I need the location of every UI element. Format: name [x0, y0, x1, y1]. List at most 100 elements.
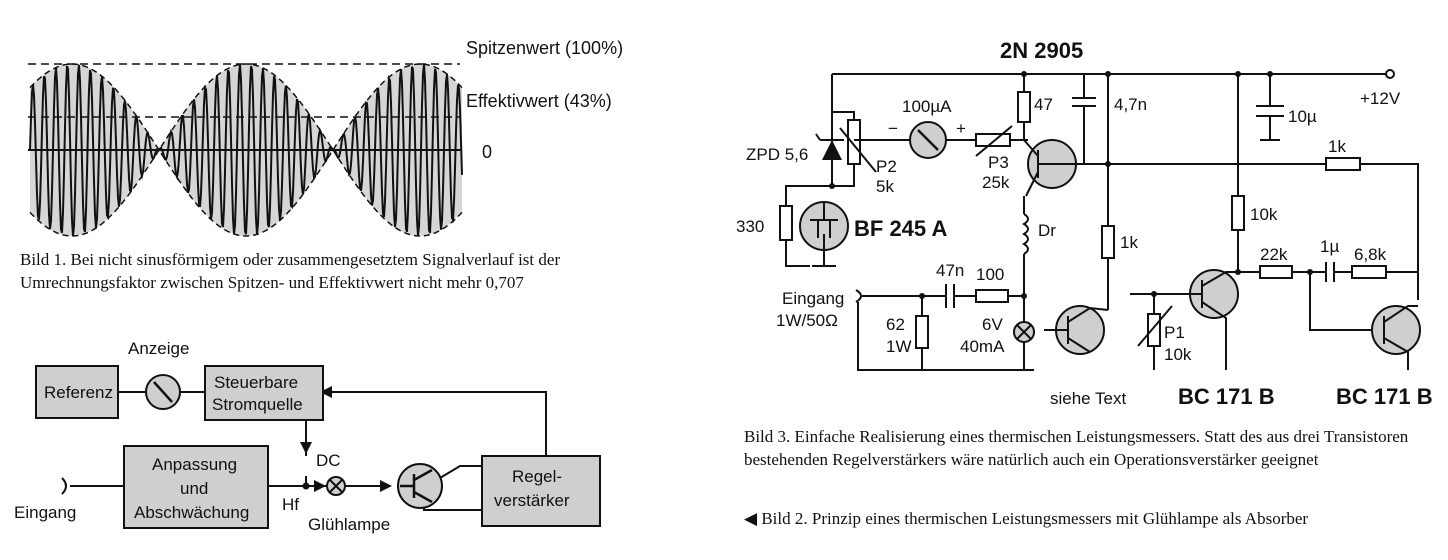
label-p3-name: P3	[988, 153, 1009, 172]
label-r100: 100	[976, 265, 1004, 284]
lamp-cross	[1016, 324, 1032, 340]
wire-input-line	[862, 284, 976, 308]
label-r330: 330	[736, 217, 764, 236]
label-r47: 47	[1034, 95, 1053, 114]
stromquelle-label-2: Stromquelle	[212, 395, 303, 414]
wire-feedback-bc2	[1309, 272, 1374, 331]
label-meter: 100µA	[902, 97, 952, 116]
regel-label-2: verstärker	[494, 491, 570, 510]
arrow-down-dc	[300, 442, 312, 454]
meter-100ua-needle	[917, 129, 939, 151]
label-c10u: 10µ	[1288, 107, 1317, 126]
label-bc171-1: BC 171 B	[1178, 384, 1275, 409]
wire-cap10u	[1256, 74, 1284, 141]
label-eingang: Eingang	[782, 289, 844, 308]
label-r10k: 10k	[1250, 205, 1278, 224]
label-r1k-mid: 1k	[1120, 233, 1138, 252]
wire-r1k-top-out	[1360, 163, 1419, 300]
stromquelle-label-1: Steuerbare	[214, 373, 298, 392]
label-r1k-top: 1k	[1328, 137, 1346, 156]
zener-diode	[822, 140, 842, 160]
arrow-to-lamp	[314, 480, 326, 492]
r1k-top-resistor	[1325, 157, 1361, 171]
figure-1-waveform: Spitzenwert (100%) Effektivwert (43%) 0	[28, 38, 623, 237]
r1k-mid-resistor	[1101, 225, 1115, 259]
envelope-lower	[29, 148, 463, 237]
label-r62: 62	[886, 315, 905, 334]
label-p3-val: 25k	[982, 173, 1010, 192]
label-p1-name: P1	[1164, 323, 1185, 342]
label-lamp-v: 6V	[982, 315, 1003, 334]
figure-2-caption: ◀ Bild 2. Prinzip eines thermischen Leis…	[744, 509, 1309, 528]
label-bc171-2: BC 171 B	[1336, 384, 1433, 409]
lamp-label: Glühlampe	[308, 515, 390, 534]
label-r62-w: 1W	[886, 337, 912, 356]
anpassung-box	[123, 445, 269, 529]
wire-transistor-regel	[439, 465, 482, 479]
transistor-symbol	[400, 468, 433, 504]
peak-label: Spitzenwert (100%)	[466, 38, 623, 58]
anpassung-label-3: Abschwächung	[134, 503, 249, 522]
r62-resistor	[915, 315, 929, 349]
anpassung-label-2: und	[180, 479, 208, 498]
rms-label: Effektivwert (43%)	[466, 91, 612, 111]
figure-3-caption: Bild 3. Einfache Realisierung eines ther…	[744, 427, 1409, 469]
dc-label: DC	[316, 451, 341, 470]
arrow-to-transistor	[380, 480, 392, 492]
p1-arrow	[1137, 305, 1173, 370]
label-bf245a: BF 245 A	[854, 216, 947, 241]
p3-resistor	[975, 133, 1011, 147]
transistor-icon	[397, 463, 443, 509]
envelope-upper	[29, 63, 463, 152]
label-p1-val: 10k	[1164, 345, 1192, 364]
junction-dot	[302, 482, 310, 490]
meter-needle	[153, 381, 173, 403]
label-lamp-ma: 40mA	[960, 337, 1005, 356]
p1-resistor	[1147, 313, 1161, 347]
wire-fet-gate	[785, 185, 832, 206]
zener-bar	[815, 133, 844, 141]
arrow-to-source	[320, 386, 332, 398]
label-c1u: 1µ	[1320, 237, 1339, 256]
transistor-2n2905-symbol	[1023, 139, 1108, 197]
transistor-bc171-2-symbol	[1383, 305, 1418, 370]
label-supply: +12V	[1360, 89, 1401, 108]
fet-symbol	[810, 202, 838, 266]
regelverstaerker-box	[481, 455, 601, 527]
wire-cap47n	[1072, 74, 1096, 164]
input-terminal	[855, 289, 862, 303]
lamp-cross	[329, 479, 343, 493]
figure-2-block-diagram: Anzeige Referenz Steuerbare Stromquelle …	[14, 339, 601, 534]
label-r68k: 6,8k	[1354, 245, 1387, 264]
label-r22k: 22k	[1260, 245, 1288, 264]
wire-r330-gnd	[785, 240, 810, 267]
wire-p2-top	[832, 111, 855, 120]
p2-resistor	[847, 119, 861, 165]
supply-terminal	[1385, 69, 1395, 79]
wire-p1	[1130, 293, 1155, 314]
wire-feedback	[330, 391, 547, 456]
r330-resistor	[779, 205, 793, 241]
referenz-label: Referenz	[44, 383, 113, 402]
label-c47n2: 47n	[936, 261, 964, 280]
p3-arrow	[975, 125, 1013, 157]
stromquelle-box	[204, 365, 324, 421]
transistor-bc171-1-symbol	[1154, 271, 1238, 370]
label-siehe-text: siehe Text	[1050, 389, 1127, 408]
regel-label-1: Regel-	[512, 467, 562, 486]
input-terminal	[61, 477, 67, 495]
eingang-label: Eingang	[14, 503, 76, 522]
node-p1	[1151, 291, 1157, 297]
label-c47n: 4,7n	[1114, 95, 1147, 114]
label-p2-name: P2	[876, 157, 897, 176]
r22k-resistor	[1259, 265, 1293, 279]
meter-label: Anzeige	[128, 339, 189, 358]
r47-resistor	[1017, 91, 1031, 123]
wire-p2-bottom	[832, 164, 855, 187]
wire-22k-cap	[1292, 262, 1352, 282]
p2-wiper	[839, 127, 877, 173]
node-lamp-top	[1021, 293, 1027, 299]
label-dr: Dr	[1038, 221, 1056, 240]
wire-ground-bus	[857, 302, 1034, 371]
choke-coil	[1022, 213, 1029, 255]
